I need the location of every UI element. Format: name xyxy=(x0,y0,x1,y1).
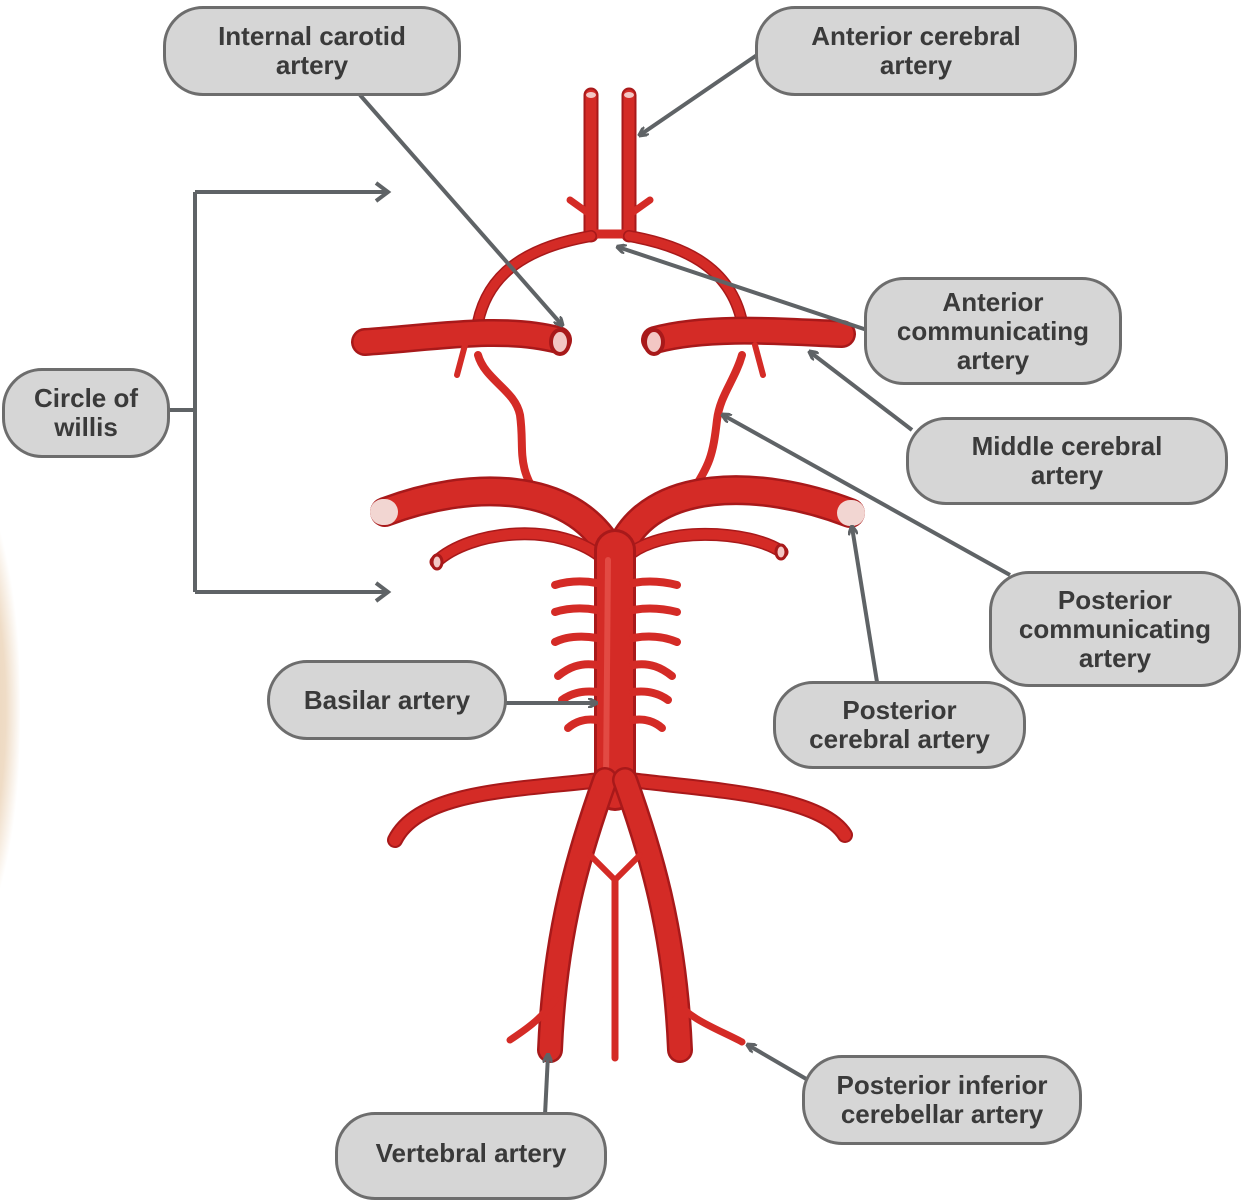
label-internal-carotid: Internal carotid artery xyxy=(163,6,461,96)
anterior-cerebral-arteries xyxy=(570,92,650,235)
leader-posterior-inferior-cerebellar xyxy=(748,1045,808,1080)
label-circle-of-willis: Circle of willis xyxy=(2,368,170,458)
basilar-trunk xyxy=(606,550,615,790)
middle-cerebral-arteries xyxy=(365,330,842,375)
label-middle-cerebral: Middle cerebral artery xyxy=(906,417,1228,505)
circle-arc xyxy=(478,236,742,322)
leader-vertebral xyxy=(545,1055,548,1115)
circle-of-willis-bracket xyxy=(165,192,388,592)
anterior-spinal-artery xyxy=(590,855,640,1058)
label-anterior-communicating: Anterior communicating artery xyxy=(864,277,1122,385)
label-posterior-communicating: Posterior communicating artery xyxy=(989,571,1241,687)
label-vertebral: Vertebral artery xyxy=(335,1112,607,1200)
label-posterior-cerebral: Posterior cerebral artery xyxy=(773,681,1026,769)
label-basilar: Basilar artery xyxy=(267,660,507,740)
label-posterior-inferior-cerebellar: Posterior inferior cerebellar artery xyxy=(802,1055,1082,1145)
label-anterior-cerebral: Anterior cerebral artery xyxy=(755,6,1077,96)
leader-internal-carotid xyxy=(360,95,562,325)
leader-anterior-cerebral xyxy=(640,55,757,135)
arteries xyxy=(365,92,852,1058)
leader-posterior-cerebral xyxy=(852,527,877,682)
